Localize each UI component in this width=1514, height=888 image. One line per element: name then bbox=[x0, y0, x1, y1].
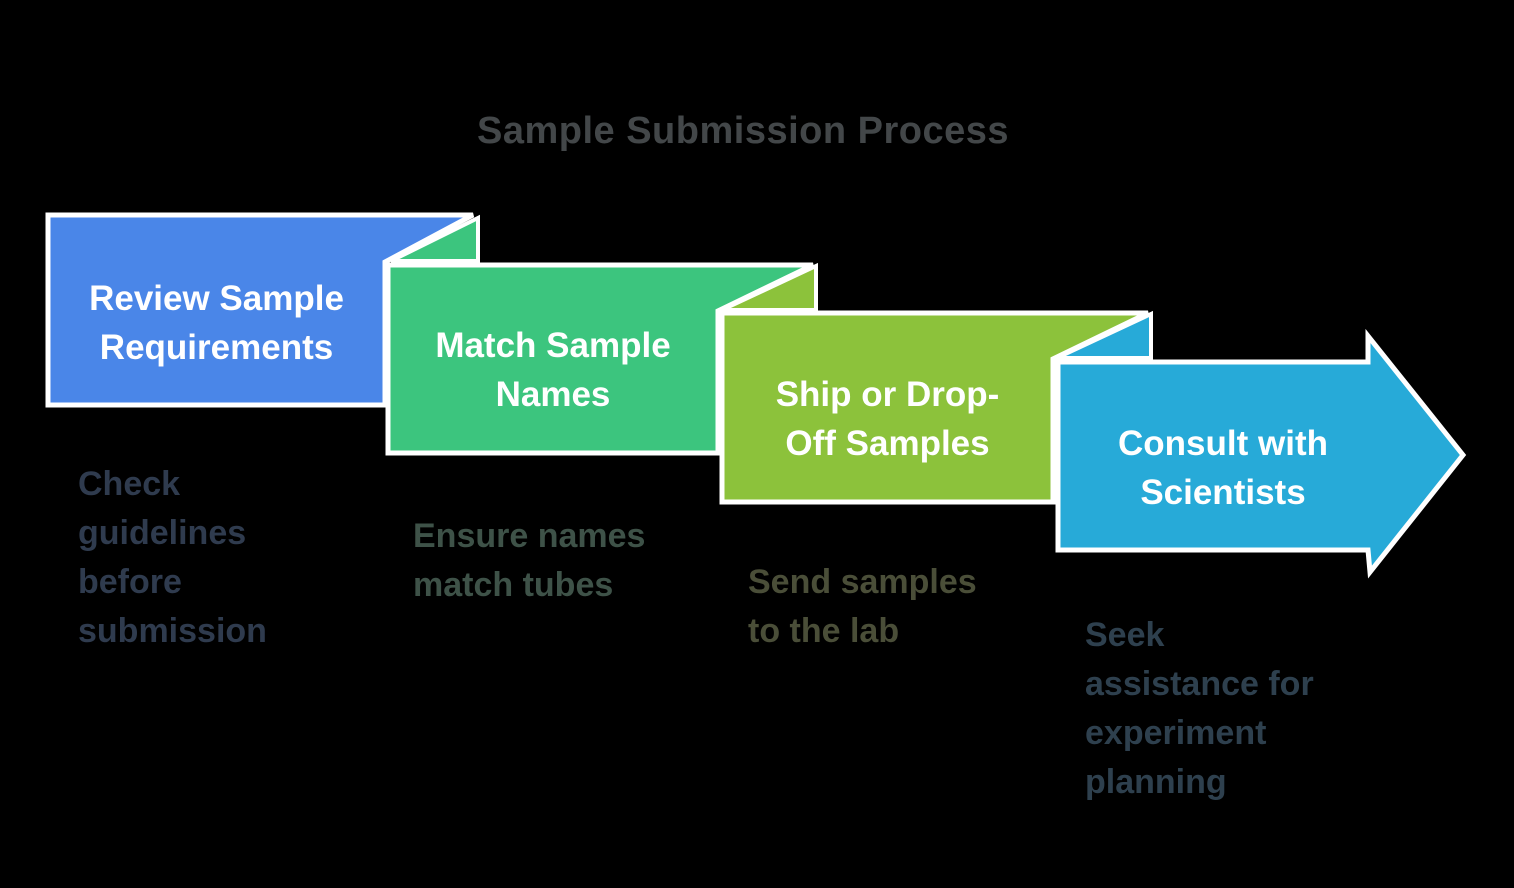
step-fold-consult-with-scientists bbox=[1056, 310, 1153, 360]
step-label-consult-with-scientists: Consult with Scientists bbox=[1118, 424, 1328, 512]
step-caption-review-sample-requirements: Check guidelines before submission bbox=[78, 465, 267, 650]
step-shape-consult-with-scientists-arrow bbox=[1055, 328, 1467, 579]
step-fold-ship-or-drop-off-samples bbox=[721, 262, 818, 312]
step-shape-review-sample-requirements bbox=[45, 212, 475, 408]
step-shape-match-sample-names bbox=[385, 262, 815, 456]
step-caption-consult-with-scientists: Seek assistance for experiment planning bbox=[1085, 616, 1314, 801]
page-title: Sample Submission Process bbox=[476, 110, 1010, 152]
step-caption-ship-or-drop-off-samples: Send samples to the lab bbox=[748, 563, 977, 650]
step-fold-match-sample-names bbox=[390, 214, 480, 263]
step-shape-ship-or-drop-off-samples bbox=[719, 310, 1150, 505]
step-label-review-sample-requirements: Review Sample Requirements bbox=[89, 279, 344, 367]
step-label-ship-or-drop-off-samples: Ship or Drop- Off Samples bbox=[775, 374, 1000, 463]
step-label-match-sample-names: Match Sample Names bbox=[435, 326, 671, 414]
step-caption-match-sample-names: Ensure names match tubes bbox=[413, 517, 646, 604]
